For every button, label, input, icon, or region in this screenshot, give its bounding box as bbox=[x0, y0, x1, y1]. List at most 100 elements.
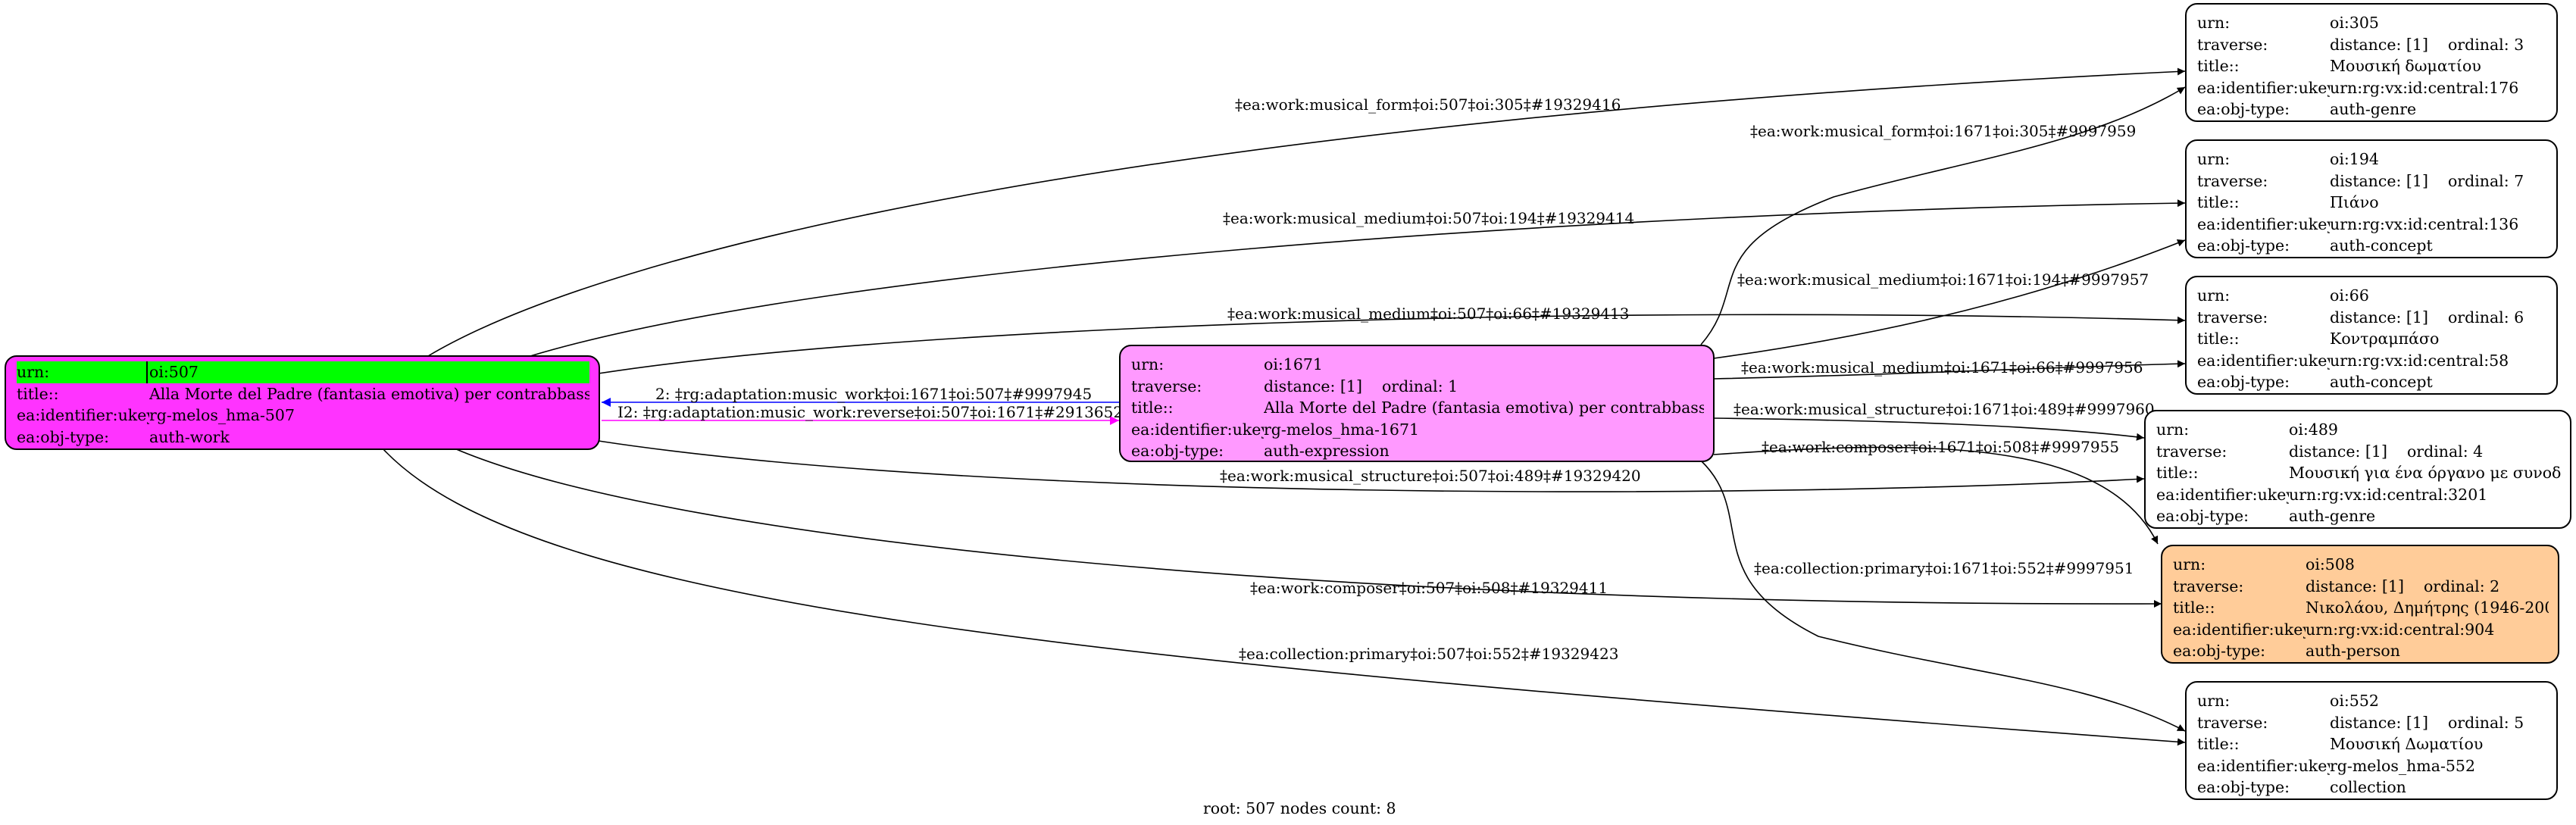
field-label: ea:identifier:ukey bbox=[2197, 756, 2330, 775]
edge-label-1671-508: ‡ea:work:composer‡oi:1671‡oi:508‡#999795… bbox=[1762, 438, 2119, 456]
field-label: traverse: bbox=[2173, 577, 2244, 595]
node-194-ukey: urn:rg:vx:id:central:136 bbox=[2330, 214, 2519, 233]
node-oi-508[interactable]: urn:oi:508 traverse:distance: [1]ordinal… bbox=[2161, 545, 2559, 664]
node-1671-traverse: distance: [1] ordinal: 1 bbox=[1264, 376, 1704, 398]
node-oi-552[interactable]: urn:oi:552 traverse:distance: [1]ordinal… bbox=[2185, 681, 2558, 800]
node-194-traverse: distance: [1]ordinal: 7 bbox=[2330, 170, 2547, 192]
node-489-ordinal: ordinal: 4 bbox=[2406, 442, 2484, 461]
field-label: urn: bbox=[2197, 150, 2231, 168]
field-label: ea:obj-type: bbox=[2197, 236, 2290, 255]
field-label: traverse: bbox=[2197, 35, 2268, 54]
node-194-distance: distance: [1] bbox=[2330, 171, 2428, 190]
node-1671-urn: oi:1671 bbox=[1264, 355, 1323, 373]
edge-label-507-508: ‡ea:work:composer‡oi:507‡oi:508‡#1932941… bbox=[1250, 579, 1608, 597]
field-label: ea:identifier:ukey bbox=[2197, 214, 2330, 233]
edge-label-1671-552: ‡ea:collection:primary‡oi:1671‡oi:552‡#9… bbox=[1754, 559, 2134, 577]
graph-footer: root: 507 nodes count: 8 bbox=[1203, 799, 1396, 817]
node-66-ukey: urn:rg:vx:id:central:58 bbox=[2330, 351, 2509, 370]
node-489-type: auth-genre bbox=[2289, 507, 2376, 525]
field-label: ea:obj-type: bbox=[2197, 373, 2290, 391]
node-508-type: auth-person bbox=[2306, 642, 2400, 660]
node-1671-title: Alla Morte del Padre (fantasia emotiva) … bbox=[1264, 398, 1704, 417]
node-oi-1671[interactable]: urn: oi:1671 traverse: distance: [1] ordina… bbox=[1119, 345, 1715, 462]
field-label: ea:obj-type: bbox=[2173, 642, 2265, 660]
node-66-urn: oi:66 bbox=[2330, 286, 2369, 305]
node-194-type: auth-concept bbox=[2330, 236, 2433, 255]
field-label: traverse: bbox=[2197, 171, 2268, 190]
node-oi-66[interactable]: urn: oi:66 traverse: distance: [1]ordinal:… bbox=[2185, 276, 2558, 395]
field-label: traverse: bbox=[1131, 377, 1202, 395]
edge-1671-552 bbox=[1700, 460, 2186, 732]
node-507-urn-row: urn: oi:507 bbox=[17, 361, 589, 383]
field-label: urn: bbox=[17, 363, 50, 381]
field-label: ea:obj-type: bbox=[17, 427, 109, 446]
node-305-ukey: urn:rg:vx:id:central:176 bbox=[2330, 78, 2519, 97]
node-305-title: Μουσική δωματίου bbox=[2330, 57, 2481, 75]
edge-507-305 bbox=[427, 67, 2186, 357]
edge-label-507-552: ‡ea:collection:primary‡oi:507‡oi:552‡#19… bbox=[1239, 645, 1618, 663]
field-label: ea:obj-type: bbox=[2197, 778, 2290, 796]
node-305-traverse: distance: [1]ordinal: 3 bbox=[2330, 34, 2547, 56]
node-66-ordinal: ordinal: 6 bbox=[2447, 308, 2524, 327]
edge-507-194 bbox=[530, 199, 2186, 357]
field-label: title:: bbox=[2197, 57, 2240, 75]
node-1671-ukey: rg-melos_hma-1671 bbox=[1264, 420, 1420, 439]
field-label: urn: bbox=[2197, 692, 2231, 710]
edge-label-1671-489: ‡ea:work:musical_structure‡oi:1671‡oi:48… bbox=[1733, 400, 2155, 418]
edge-1671-489 bbox=[1713, 417, 2145, 441]
node-1671-ordinal: ordinal: 1 bbox=[1381, 377, 1458, 395]
field-label: title:: bbox=[2197, 735, 2240, 753]
node-oi-194[interactable]: urn: oi:194 traverse: distance: [1]ordinal… bbox=[2185, 139, 2558, 258]
field-label: urn: bbox=[2156, 420, 2190, 439]
node-508-traverse: distance: [1]ordinal: 2 bbox=[2306, 576, 2549, 598]
field-label: ea:identifier:ukey bbox=[17, 406, 149, 424]
node-552-traverse: distance: [1] ordinal: 5 bbox=[2330, 712, 2547, 734]
edge-label-1671-66: ‡ea:work:musical_medium‡oi:1671‡oi:66‡#9… bbox=[1741, 358, 2143, 377]
edge-label-1671-507: 2: ‡rg:adaptation:music_work‡oi:1671‡oi:… bbox=[655, 385, 1092, 403]
field-label: ea:identifier:ukey bbox=[2173, 620, 2306, 639]
field-label: ea:identifier:ukey bbox=[2197, 351, 2330, 370]
node-194-urn: oi:194 bbox=[2330, 150, 2379, 168]
node-507-urn: oi:507 bbox=[146, 361, 589, 383]
node-552-ordinal: ordinal: 5 bbox=[2447, 713, 2524, 732]
field-label: ea:obj-type: bbox=[1131, 442, 1224, 460]
node-489-traverse: distance: [1] ordinal: 4 bbox=[2289, 441, 2561, 463]
edge-507-489 bbox=[598, 440, 2145, 492]
node-489-title: Μουσική για ένα όργανο με συνοδεία bbox=[2289, 464, 2561, 482]
node-1671-type: auth-expression bbox=[1264, 442, 1390, 460]
node-305-urn: oi:305 bbox=[2330, 14, 2379, 32]
node-489-distance: distance: [1] bbox=[2289, 442, 2387, 461]
node-oi-305[interactable]: urn: oi:305 traverse: distance: [1]ordinal… bbox=[2185, 3, 2558, 122]
node-507-ukey: rg-melos_hma-507 bbox=[149, 406, 295, 424]
node-1671-distance: distance: [1] bbox=[1264, 377, 1362, 395]
node-489-ukey: urn:rg:vx:id:central:3201 bbox=[2289, 485, 2488, 504]
field-label: traverse: bbox=[2197, 308, 2268, 327]
node-552-distance: distance: [1] bbox=[2330, 713, 2428, 732]
node-oi-507[interactable]: urn: oi:507 title:: Alla Morte del Padre… bbox=[5, 355, 600, 450]
edge-1671-194 bbox=[1713, 239, 2186, 359]
node-552-type: collection bbox=[2330, 778, 2406, 796]
node-66-traverse: distance: [1]ordinal: 6 bbox=[2330, 307, 2547, 329]
node-489-urn: oi:489 bbox=[2289, 420, 2338, 439]
node-552-ukey: rg-melos_hma-552 bbox=[2330, 756, 2476, 775]
node-552-urn: oi:552 bbox=[2330, 692, 2379, 710]
edge-label-507-489: ‡ea:work:musical_structure‡oi:507‡oi:489… bbox=[1220, 467, 1641, 485]
field-label: urn: bbox=[2197, 14, 2231, 32]
edge-1671-305 bbox=[1700, 86, 2186, 345]
node-507-title-row: title:: Alla Morte del Padre (fantasia e… bbox=[17, 383, 589, 405]
node-oi-489[interactable]: urn: oi:489 traverse: distance: [1] ordinal… bbox=[2144, 410, 2571, 529]
edge-label-507-1671: I2: ‡rg:adaptation:music_work:reverse‡oi… bbox=[617, 403, 1133, 421]
node-507-type-row: ea:obj-type: auth-work bbox=[17, 427, 589, 448]
node-507-title: Alla Morte del Padre (fantasia emotiva) … bbox=[149, 384, 589, 403]
node-507-ukey-row: ea:identifier:ukey rg-melos_hma-507 bbox=[17, 405, 589, 427]
field-label: urn: bbox=[2173, 555, 2206, 573]
field-label: ea:identifier:ukey bbox=[2197, 78, 2330, 97]
node-66-type: auth-concept bbox=[2330, 373, 2433, 391]
field-label: traverse: bbox=[2156, 442, 2227, 461]
field-label: title:: bbox=[2156, 464, 2199, 482]
field-label: title:: bbox=[1131, 398, 1174, 417]
field-label: urn: bbox=[2197, 286, 2231, 305]
edge-507-552 bbox=[382, 448, 2186, 746]
field-label: urn: bbox=[1131, 355, 1165, 373]
node-507-type: auth-work bbox=[149, 427, 230, 446]
